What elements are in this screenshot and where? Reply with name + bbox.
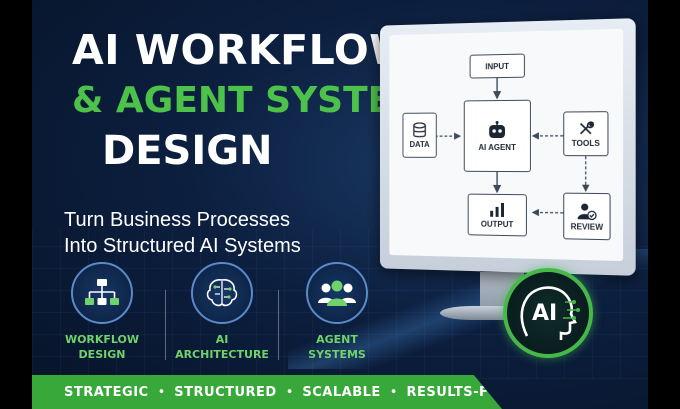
separator-dot: • — [389, 384, 398, 400]
user-check-icon — [577, 202, 598, 220]
robot-icon — [489, 120, 505, 138]
diagram-connectors — [389, 29, 623, 261]
value-prop: SCALABLE — [302, 384, 381, 400]
separator-dot: • — [157, 384, 166, 400]
headline: AI WORKFLOW & AGENT SYSTEM DESIGN — [72, 26, 429, 174]
feature-label: AGENT SYSTEMS — [308, 333, 366, 361]
monitor-screen: INPUT DATA AI AGENT — [389, 29, 623, 261]
headline-line-2: & AGENT SYSTEM — [72, 80, 429, 121]
divider — [278, 290, 279, 360]
ai-head-icon: AI — [520, 286, 580, 340]
separator-dot: • — [285, 384, 294, 400]
subtitle: Turn Business Processes Into Structured … — [64, 207, 301, 259]
ai-head-badge: AI — [503, 268, 593, 358]
node-data: DATA — [402, 112, 437, 158]
feature-ai-architecture: AI ARCHITECTURE — [172, 262, 272, 362]
ai-badge-text: AI — [532, 301, 557, 326]
headline-line-1: AI WORKFLOW — [72, 26, 415, 74]
wrench-icon — [578, 120, 594, 136]
brain-icon — [191, 262, 253, 324]
subtitle-line-1: Turn Business Processes — [64, 209, 291, 231]
monitor: INPUT DATA AI AGENT — [375, 22, 633, 280]
feature-row: WORKFLOW DESIGN AI ARCHITECTURE — [52, 262, 372, 372]
monitor-bezel: INPUT DATA AI AGENT — [380, 18, 636, 276]
database-icon — [413, 122, 426, 138]
bar-chart-icon — [490, 202, 504, 217]
feature-label: WORKFLOW DESIGN — [64, 333, 140, 361]
feature-workflow-design: WORKFLOW DESIGN — [52, 262, 152, 362]
node-tools: TOOLS — [563, 111, 609, 157]
divider — [165, 290, 166, 360]
feature-agent-systems: AGENT SYSTEMS — [287, 262, 387, 362]
feature-label: AI ARCHITECTURE — [175, 333, 269, 361]
node-input: INPUT — [469, 53, 525, 79]
value-prop: STRATEGIC — [64, 384, 149, 400]
people-icon — [306, 262, 368, 324]
value-prop: RESULTS-FOCUSED — [406, 384, 552, 400]
node-ai-agent: AI AGENT — [463, 99, 531, 173]
node-review: REVIEW — [563, 192, 611, 241]
node-output: OUTPUT — [467, 193, 527, 237]
headline-line-3: DESIGN — [102, 128, 273, 174]
workflow-icon — [71, 262, 133, 324]
value-prop: STRUCTURED — [174, 384, 277, 400]
value-props-bar: STRATEGIC • STRUCTURED • SCALABLE • RESU… — [32, 375, 502, 409]
subtitle-line-2: Into Structured AI Systems — [64, 235, 301, 257]
